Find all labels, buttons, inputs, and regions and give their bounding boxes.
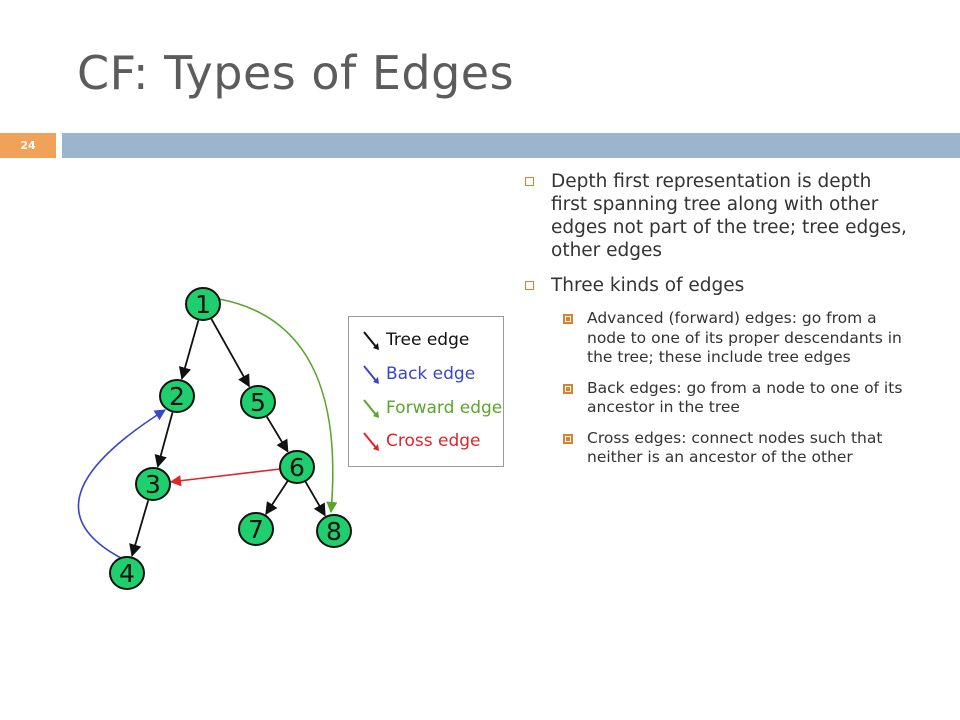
slide-number-box	[0, 133, 56, 158]
node-7: 7	[238, 512, 274, 546]
node-label-4: 4	[119, 559, 135, 588]
sub-bullet-text: Cross edges: connect nodes such that nei…	[587, 428, 883, 467]
sub-bullet-item: Advanced (forward) edges: go from a node…	[563, 309, 913, 368]
legend-item: Cross edge	[361, 430, 511, 452]
legend-item: Tree edge	[361, 329, 511, 351]
node-circle-5	[240, 385, 276, 419]
node-circle-3	[135, 467, 171, 501]
edge-tree-2-3	[154, 412, 174, 468]
legend-arrow-icon	[363, 399, 379, 418]
sub-bullet-marker-icon	[563, 383, 573, 394]
node-label-6: 6	[289, 453, 305, 482]
legend-item: Back edge	[361, 363, 511, 385]
edge-tree-1-2	[178, 320, 200, 380]
node-circle-4	[109, 556, 145, 590]
sub-bullet-text: Advanced (forward) edges: go from a node…	[587, 309, 902, 366]
legend-item: Forward edge	[361, 397, 511, 419]
node-2: 2	[159, 379, 195, 413]
node-4: 4	[109, 556, 145, 590]
node-6: 6	[279, 450, 315, 484]
node-circle-7	[238, 512, 274, 546]
sub-bullet-text: Back edges: go from a node to one of its…	[587, 378, 903, 417]
edge-tree-1-5	[210, 318, 250, 388]
node-circle-8	[316, 514, 352, 548]
node-5: 5	[240, 385, 276, 419]
legend-label: Back edge	[386, 364, 476, 384]
slide-title: CF: Types of Edges	[77, 46, 515, 100]
header-bar	[62, 133, 960, 158]
edge-tree-5-6	[265, 416, 289, 453]
bullet-text: Three kinds of edges	[551, 275, 745, 296]
edge-tree-3-4	[129, 500, 150, 557]
node-label-8: 8	[326, 517, 342, 546]
edge-tree-6-7	[265, 480, 289, 516]
sub-bullet-marker-icon	[563, 314, 573, 324]
sub-bullet-marker-icon	[563, 433, 573, 444]
legend-label: Tree edge	[386, 330, 470, 350]
legend-arrow-icon	[363, 365, 379, 384]
sub-bullet-item: Cross edges: connect nodes such that nei…	[563, 429, 913, 468]
bullet-text: Depth first representation is depth firs…	[551, 171, 907, 261]
edge-tree-6-8	[304, 481, 326, 517]
node-circle-2	[159, 379, 195, 413]
bullet-marker-icon	[525, 177, 534, 186]
legend-label: Cross edge	[386, 431, 481, 451]
sub-bullet-item: Back edges: go from a node to one of its…	[563, 379, 913, 418]
legend-arrow-icon	[363, 331, 379, 350]
bullet-item: Three kinds of edges	[523, 274, 913, 297]
node-label-7: 7	[248, 515, 264, 544]
edge-back-4-2	[77, 409, 166, 559]
node-circle-1	[185, 287, 221, 321]
slide-number: 24	[20, 139, 36, 152]
node-8: 8	[316, 514, 352, 548]
node-3: 3	[135, 467, 171, 501]
edge-cross-6-3	[169, 468, 281, 487]
node-circle-6	[279, 450, 315, 484]
node-label-5: 5	[250, 388, 266, 417]
node-label-2: 2	[169, 382, 185, 411]
bullet-item: Depth first representation is depth firs…	[523, 170, 913, 262]
legend-box: Tree edge Back edge Forward edge Cross e…	[348, 316, 504, 467]
legend-label: Forward edge	[386, 398, 503, 418]
legend-arrow-icon	[363, 432, 379, 451]
node-label-1: 1	[195, 290, 211, 319]
edge-forward-1-8	[218, 298, 338, 514]
bullet-list: Depth first representation is depth firs…	[523, 170, 913, 479]
bullet-marker-icon	[525, 281, 534, 290]
node-label-3: 3	[145, 470, 161, 499]
node-1: 1	[185, 287, 221, 321]
